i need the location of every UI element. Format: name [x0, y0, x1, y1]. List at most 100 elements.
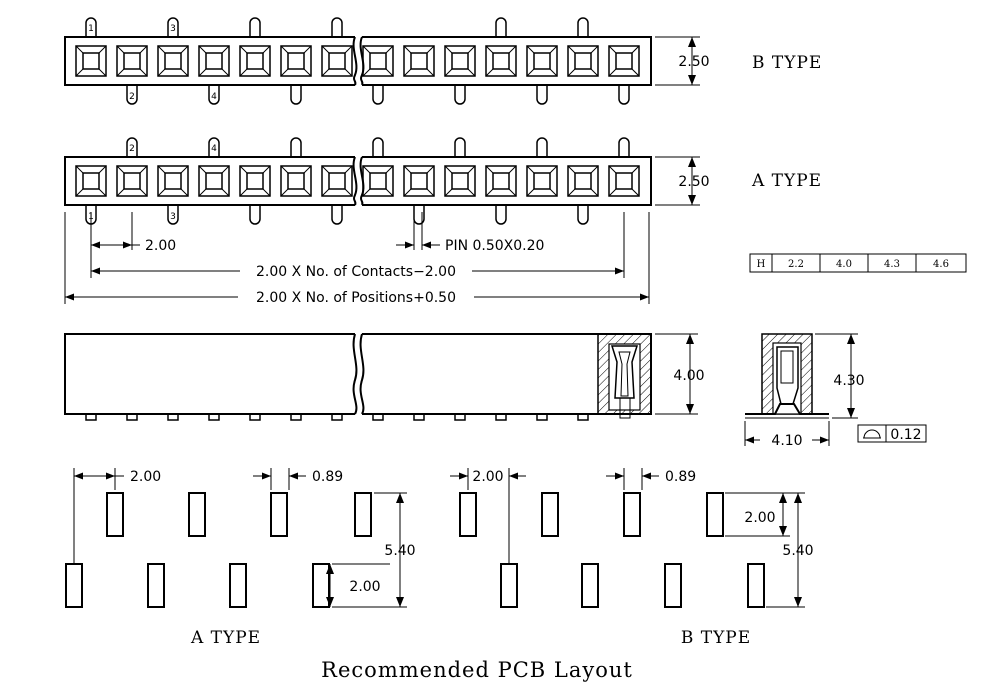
body-right-outline [362, 156, 652, 206]
side-height-value: 4.00 [673, 368, 704, 384]
b-type-pin-labels: 1 3 2 4 [88, 24, 217, 102]
contact-edge [221, 165, 230, 174]
a-type-height-dimension: 2.50 [655, 156, 710, 206]
contact-edge [444, 188, 453, 197]
a-type-pin-labels: 2 4 1 3 [88, 144, 217, 222]
contact-opening [615, 52, 633, 70]
contact-edge [631, 68, 640, 77]
contact-edge [608, 45, 617, 54]
contact-edge [631, 45, 640, 54]
pcb-a-pad-width-value: 0.89 [312, 469, 343, 485]
pitch-value: 2.00 [145, 238, 176, 254]
height-table: H 2.2 4.0 4.3 4.6 [749, 253, 967, 273]
contact-edge [426, 165, 435, 174]
contact-cell [75, 165, 107, 197]
end-height-dimension: 4.30 [815, 333, 865, 419]
contact-opening [246, 52, 264, 70]
contact-edge [221, 188, 230, 197]
pcb-a-pitch-dimension: 2.00 [73, 468, 161, 564]
a-pin-number-4: 4 [211, 144, 217, 154]
pin [126, 85, 138, 105]
height-table-header: H [757, 259, 766, 270]
side-height-dimension: 4.00 [655, 333, 705, 415]
pcb-pad [147, 563, 165, 608]
contact-cell [403, 45, 435, 77]
contact-opening [287, 172, 305, 190]
contact-cell [444, 45, 476, 77]
pcb-pad [106, 492, 124, 537]
pcb-a-row-spacing-value: 2.00 [349, 579, 380, 595]
pin-tail [536, 413, 548, 421]
contact-opening [328, 172, 346, 190]
pin [249, 17, 261, 37]
contact-opening [492, 52, 510, 70]
contact-edge [303, 68, 312, 77]
contact-edge [362, 68, 371, 77]
pin [208, 137, 220, 157]
b-type-height-dimension: 2.50 [655, 36, 710, 86]
contact-opening [123, 52, 141, 70]
contact-edge [567, 45, 576, 54]
pin-size-dimension: PIN 0.50X0.20 [396, 212, 544, 254]
contact-edge [321, 188, 330, 197]
pin-tail [372, 413, 384, 421]
pcb-b-row-spacing-dimension: 2.00 [725, 492, 790, 537]
contact-edge [508, 68, 517, 77]
pin-tail [249, 413, 261, 421]
body-left-outline [64, 36, 355, 86]
contact-edge [508, 188, 517, 197]
contact-edge [403, 45, 412, 54]
b-type-height-value: 2.50 [678, 54, 709, 70]
contact-cell [116, 165, 148, 197]
contact-edge [590, 165, 599, 174]
contact-edge [567, 165, 576, 174]
contact-edge [198, 68, 207, 77]
contact-edge [280, 68, 289, 77]
contact-edge [549, 68, 558, 77]
contact-opening [533, 52, 551, 70]
contact-cell [526, 45, 558, 77]
contact-edge [198, 188, 207, 197]
contact-cell [280, 45, 312, 77]
break-line [352, 36, 358, 86]
pcb-b-type-label: B TYPE [681, 628, 751, 648]
contact-edge [567, 188, 576, 197]
a-type-top-view: 2 4 1 3 2.50 A TYPE 2.00 [64, 137, 821, 306]
contact-cell [403, 165, 435, 197]
contact-edge [221, 45, 230, 54]
contact-opening [574, 52, 592, 70]
contact-edge [485, 188, 494, 197]
contact-edge [139, 165, 148, 174]
contact-edge [385, 45, 394, 54]
pcb-b-total-length-value: 5.40 [782, 543, 813, 559]
pin [290, 137, 302, 157]
pcb-pad [354, 492, 372, 537]
contact-opening [492, 172, 510, 190]
contact-cell [608, 165, 640, 197]
contact-edge [303, 188, 312, 197]
contact-edge [385, 68, 394, 77]
break-line [359, 36, 365, 86]
pcb-pad [229, 563, 247, 608]
b-type-label: B TYPE [752, 53, 822, 73]
contact-opening [615, 172, 633, 190]
contact-edge [180, 45, 189, 54]
contact-cell [198, 45, 230, 77]
break-line [359, 156, 365, 206]
contact-edge [157, 45, 166, 54]
contact-opening [164, 172, 182, 190]
a-type-height-value: 2.50 [678, 174, 709, 190]
contact-edge [139, 45, 148, 54]
contact-edge [467, 45, 476, 54]
pin [577, 205, 589, 225]
end-view: 4.30 4.10 0.12 [744, 333, 927, 449]
contact-edge [526, 68, 535, 77]
pin [331, 17, 343, 37]
contact-cell [567, 165, 599, 197]
contact-edge [444, 68, 453, 77]
a-pin-number-3: 3 [170, 212, 176, 222]
flatness-icon [863, 429, 881, 439]
contact-opening [246, 172, 264, 190]
contact-edge [631, 165, 640, 174]
